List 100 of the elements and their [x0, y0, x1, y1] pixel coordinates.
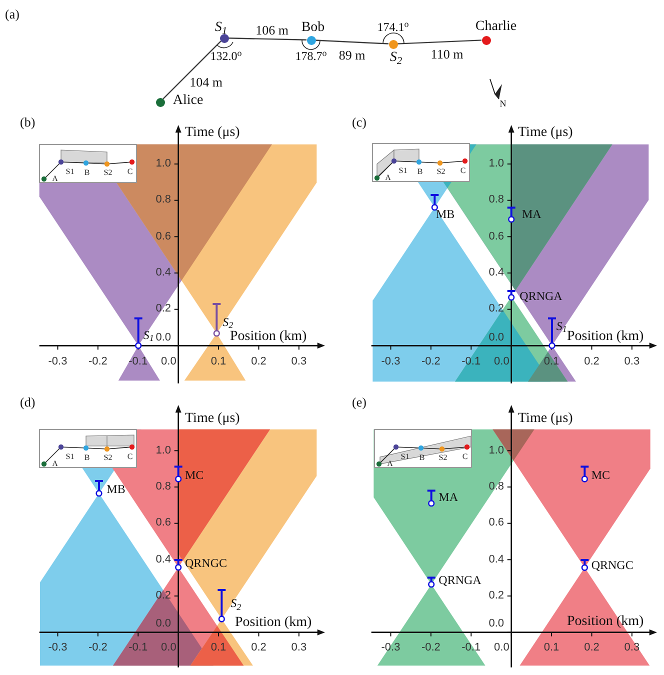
inset-label: A [385, 174, 391, 182]
tick-label: 0.0 [494, 356, 510, 368]
tick-label: 0.3 [291, 356, 307, 368]
distance-label: 104 m [190, 76, 222, 88]
tick-label: 1.0 [488, 445, 504, 456]
tick-label: 1.0 [156, 445, 171, 456]
panel-label: (a) [5, 8, 20, 20]
north-label: N [500, 100, 506, 108]
tick-label: 0.0 [488, 618, 504, 630]
tick-label: 0.3 [291, 642, 307, 654]
tick-label: -0.2 [421, 642, 440, 654]
event-label: QRNGA [520, 290, 562, 302]
tick-label: 0.0 [156, 332, 171, 344]
tick-label: 0.8 [156, 482, 171, 492]
inset-label: A [52, 175, 58, 183]
panel-label: (c) [352, 116, 366, 128]
distance-label: 89 m [338, 48, 366, 62]
inset-label: C [460, 167, 466, 175]
tick-label: -0.2 [421, 356, 440, 368]
inset-label: A [387, 460, 393, 468]
tick-label: -0.3 [48, 642, 68, 654]
distance-label: 106 m [256, 24, 288, 36]
tick-label: -0.2 [88, 642, 108, 654]
event-label: S$_{1}$ [143, 329, 154, 341]
inset-label: A [52, 460, 58, 468]
event-label: MC [591, 469, 610, 481]
event-label: MC [185, 469, 204, 481]
panel-label: (d) [20, 396, 36, 408]
angle-label: 174.1$^{o}$ [377, 21, 409, 33]
tick-label: -0.2 [88, 356, 108, 368]
tick-label: 0.6 [488, 231, 504, 242]
tick-label: 0.2 [584, 642, 600, 654]
inset-label: B [84, 169, 90, 177]
angle-label: 178.7$^{o}$ [295, 50, 327, 62]
tick-label: -0.3 [381, 356, 400, 368]
panel-label: (e) [352, 396, 366, 408]
link-line [228, 38, 307, 40]
tick-label: 0.6 [156, 231, 171, 242]
inset-label: S1 [66, 453, 74, 461]
tick-label: -0.1 [462, 356, 481, 368]
link-line [162, 40, 222, 100]
inset-label: S2 [104, 169, 112, 177]
inset-label: B [417, 168, 423, 176]
tick-label: 0.0 [494, 642, 510, 654]
tick-label: 0.0 [156, 618, 171, 630]
station-label: Charlie [475, 20, 517, 34]
event-label: S$_{2}$ [230, 597, 242, 610]
angle-label: 132.0$^{o}$ [210, 50, 242, 62]
event-label: QRNGC [185, 557, 228, 570]
inset-label: S2 [438, 454, 448, 462]
tick-label: 0.4 [488, 268, 504, 278]
axis-title: Position (km) [230, 330, 307, 344]
tick-label: 0.2 [251, 356, 266, 368]
inset-label: B [419, 454, 425, 462]
axis-title: Time (μs) [518, 126, 573, 140]
tick-label: 0.1 [544, 642, 560, 654]
tick-label: 0.8 [488, 194, 504, 206]
tick-label: 1.0 [488, 158, 504, 170]
tick-label: 0.4 [156, 554, 171, 566]
tick-label: 0.0 [161, 642, 176, 654]
event-label: MA [438, 491, 458, 504]
event-label: QRNGC [591, 559, 634, 571]
distance-label: 110 m [430, 48, 464, 60]
inset-label: S1 [398, 167, 408, 175]
axis-title: Position (km) [567, 614, 644, 629]
tick-label: 0.3 [624, 356, 640, 368]
inset-label: S1 [400, 453, 410, 461]
inset-label: S2 [436, 168, 446, 176]
event-label: S$_{1}$ [556, 320, 567, 332]
event-label: S$_{2}$ [222, 316, 234, 328]
tick-label: 0.1 [210, 356, 226, 368]
link-line [315, 40, 389, 44]
tick-label: 0.2 [584, 356, 600, 368]
tick-label: 0.6 [488, 518, 504, 529]
tick-label: -0.3 [48, 356, 68, 368]
tick-label: 0.2 [488, 304, 504, 315]
event-label: MA [522, 208, 542, 220]
tick-label: -0.1 [128, 642, 148, 654]
event-label: MB [106, 483, 126, 496]
inset-label: B [84, 454, 90, 462]
axis-title: Time (μs) [185, 412, 240, 426]
inset-label: S1 [66, 168, 74, 176]
tick-label: 0.0 [161, 356, 176, 368]
tick-label: 0.8 [488, 482, 504, 492]
station-label: Bob [301, 21, 325, 35]
station-label: S$_{1}$ [214, 21, 228, 35]
axis-title: Time (μs) [185, 126, 240, 140]
link-line [397, 40, 482, 44]
tick-label: 0.4 [156, 268, 171, 278]
station-label: S$_{2}$ [390, 51, 402, 65]
axis-title: Position (km) [235, 616, 312, 630]
tick-label: 0.3 [624, 642, 640, 654]
event-label: MB [436, 208, 455, 220]
axis-title: Position (km) [567, 330, 644, 344]
tick-label: 0.6 [156, 518, 171, 529]
axis-title: Time (μs) [518, 412, 573, 426]
tick-label: -0.1 [128, 356, 148, 368]
tick-label: 1.0 [156, 158, 171, 170]
station-label: Alice [172, 94, 204, 108]
panel-label: (b) [20, 116, 36, 128]
